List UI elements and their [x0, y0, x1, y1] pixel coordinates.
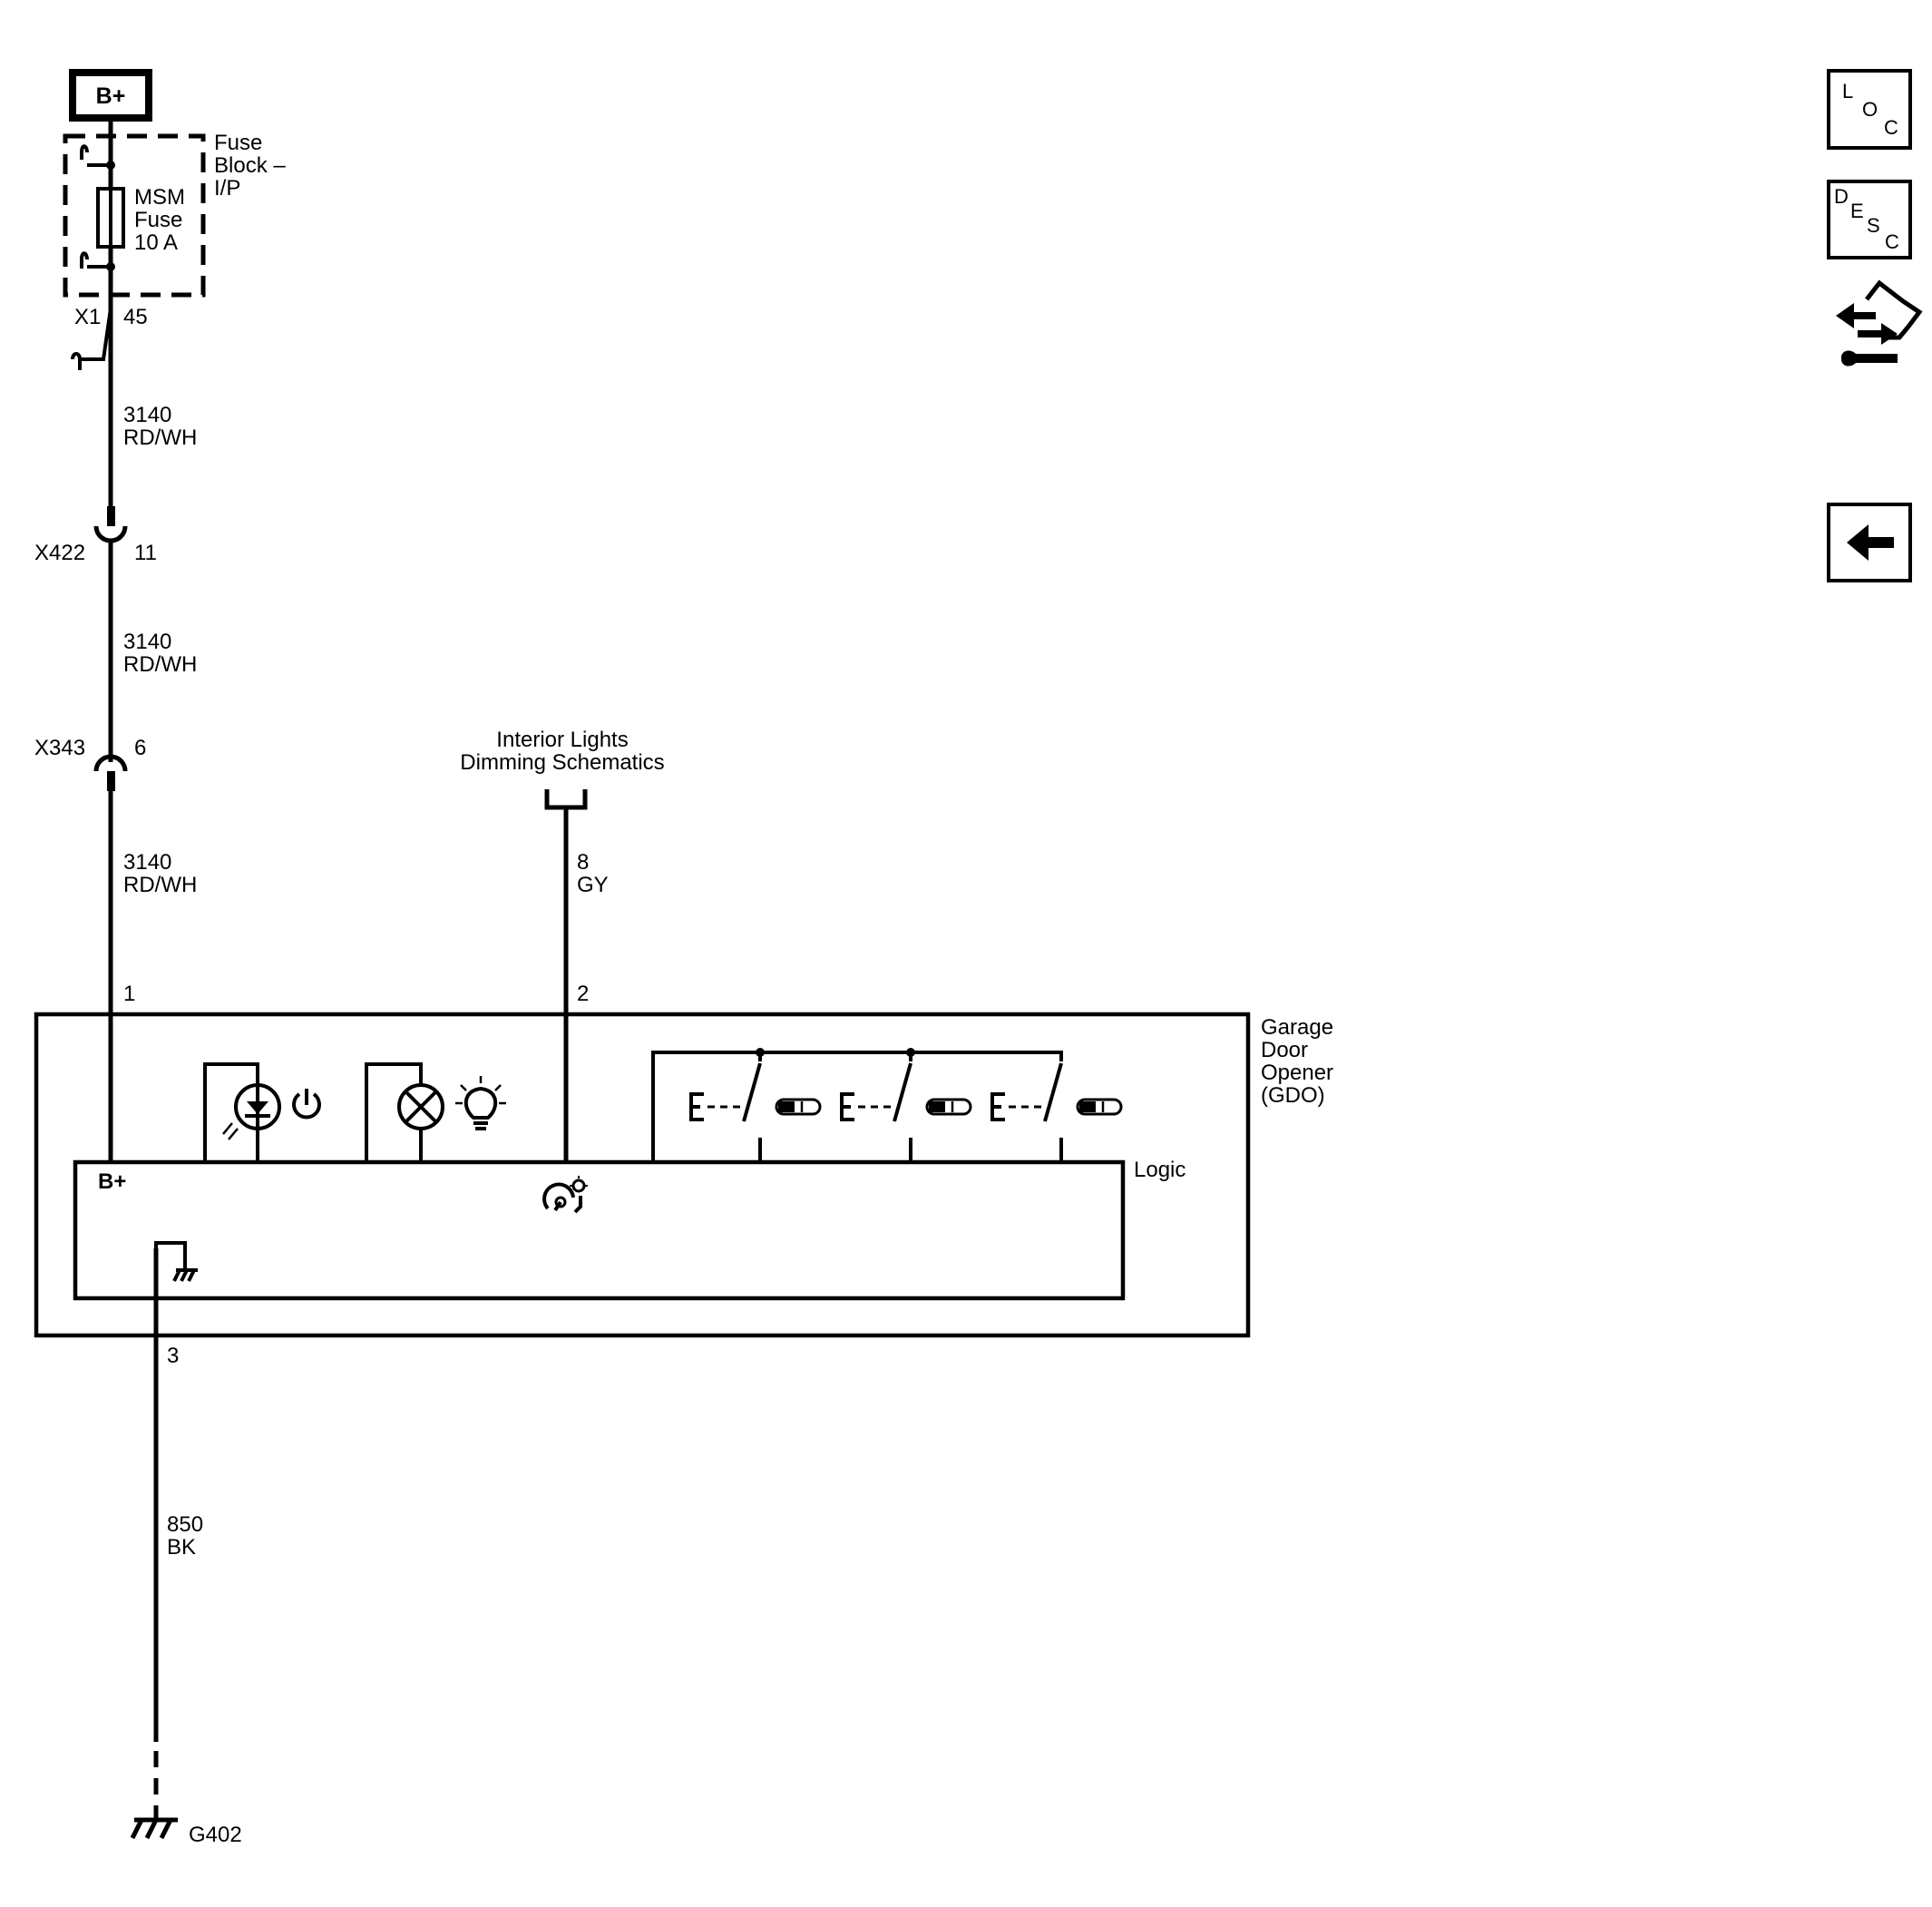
garage-door-opener-module: Garage Door Opener (GDO): [34, 1012, 1333, 1338]
led-indicator: [203, 1062, 321, 1162]
switch-3: [990, 1058, 1123, 1162]
wire-2-circuit: 3140: [123, 630, 171, 654]
power-icon: [292, 1089, 321, 1120]
fuse-label-2: Fuse: [134, 208, 182, 232]
power-label: B+: [96, 83, 126, 109]
logic-bplus-label: B+: [98, 1169, 126, 1194]
module-pin-1: 1: [123, 982, 135, 1006]
lamp-indicator: [365, 1062, 506, 1162]
connector-x343-name: X343: [34, 736, 85, 760]
reference-line-1[interactable]: Interior Lights: [496, 728, 628, 752]
connector-x343: X343 6: [34, 736, 146, 791]
ground-g402: G402: [130, 1805, 242, 1847]
wire-gy-color: GY: [577, 873, 609, 897]
wire-1-circuit: 3140: [123, 403, 171, 427]
fuse-label-1: MSM: [134, 185, 185, 210]
ground-label: G402: [189, 1823, 242, 1847]
transmitter-buttons: [651, 1048, 1123, 1162]
dimming-icon: [542, 1176, 588, 1214]
wire-bk-color: BK: [167, 1535, 196, 1560]
battery-power-source: B+: [69, 69, 152, 122]
connector-x343-pin: 6: [134, 736, 146, 760]
connector-repair-icon[interactable]: [1836, 279, 1923, 367]
switch-2: [840, 1052, 972, 1162]
module-label-4: (GDO): [1261, 1083, 1325, 1108]
light-bulb-icon: [455, 1076, 506, 1130]
logic-label: Logic: [1134, 1158, 1186, 1182]
fuse-label-3: 10 A: [134, 230, 178, 255]
wire-2-color: RD/WH: [123, 652, 197, 677]
loc-letter-l: L: [1842, 80, 1853, 103]
connector-x422-name: X422: [34, 541, 85, 565]
module-pin-2: 2: [577, 982, 589, 1006]
connector-x1-name: X1: [74, 305, 101, 329]
connector-x1-pin: 45: [123, 305, 148, 329]
fuse-block: Fuse Block – I/P MSM Fuse 10 A: [63, 131, 286, 298]
connector-x422-pin: 11: [134, 541, 157, 565]
desc-letter-c: C: [1885, 230, 1899, 253]
loc-letter-c: C: [1884, 116, 1898, 139]
wire-3-color: RD/WH: [123, 873, 197, 897]
wire-1-color: RD/WH: [123, 425, 197, 450]
fuse-block-label-1: Fuse: [214, 131, 262, 155]
connector-x422: X422 11: [34, 506, 157, 565]
desc-letter-d: D: [1834, 185, 1849, 208]
logic-block: Logic B+: [73, 1158, 1186, 1301]
back-button[interactable]: [1827, 503, 1912, 582]
wire-gy-circuit: 8: [577, 850, 589, 875]
loc-letter-o: O: [1862, 98, 1878, 121]
module-label-2: Door: [1261, 1038, 1308, 1062]
module-label-1: Garage: [1261, 1015, 1333, 1040]
module-label-3: Opener: [1261, 1061, 1333, 1085]
wire-bk-circuit: 850: [167, 1512, 203, 1537]
fuse-block-label-2: Block –: [214, 153, 286, 178]
reference-line-2[interactable]: Dimming Schematics: [460, 750, 664, 775]
loc-button[interactable]: L O C: [1827, 69, 1912, 150]
connector-x1: X1 45: [71, 305, 148, 370]
desc-letter-e: E: [1850, 200, 1864, 222]
desc-letter-s: S: [1867, 214, 1880, 237]
module-pin-3: 3: [167, 1344, 179, 1368]
interior-lights-reference[interactable]: Interior Lights Dimming Schematics: [460, 728, 665, 810]
arrow-left-icon: [1847, 524, 1894, 561]
wire-3-circuit: 3140: [123, 850, 171, 875]
switch-1: [689, 1052, 822, 1162]
desc-button[interactable]: D E S C: [1827, 180, 1912, 259]
fuse-block-label-3: I/P: [214, 176, 240, 200]
